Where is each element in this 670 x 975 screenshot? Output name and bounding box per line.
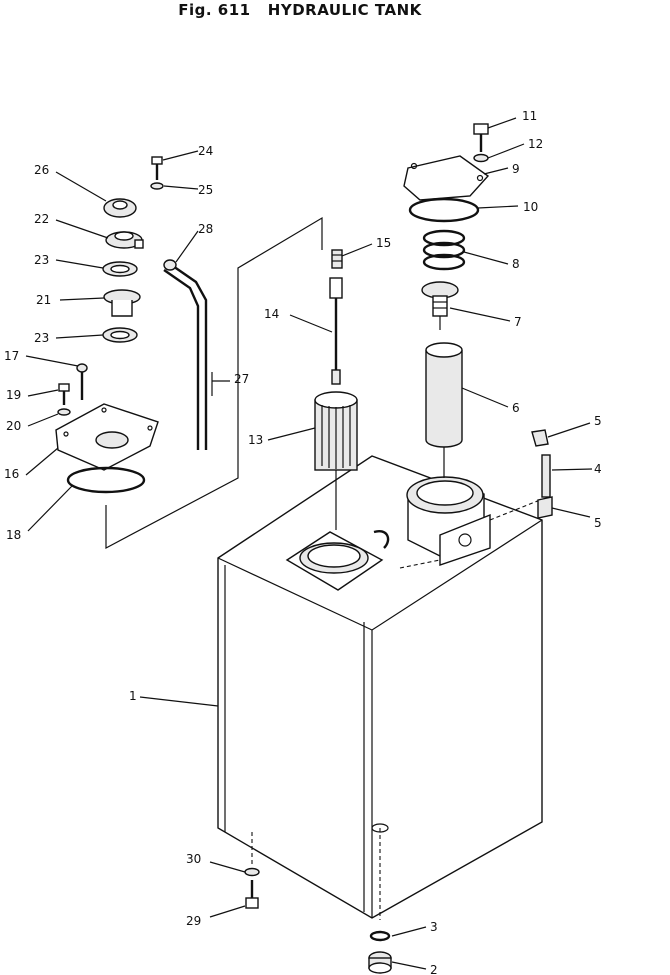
label-part-2: 2 (430, 963, 438, 975)
bolt-29 (245, 880, 259, 909)
label-part-29: 29 (186, 914, 201, 928)
bolt-11 (473, 123, 489, 152)
label-part-17: 17 (4, 349, 19, 363)
gasket-23b (102, 327, 138, 343)
label-part-10: 10 (523, 200, 538, 214)
label-part-28: 28 (198, 222, 213, 236)
label-part-14: 14 (264, 307, 279, 321)
tank-body (217, 455, 543, 920)
label-part-12: 12 (528, 137, 543, 151)
label-part-5a: 5 (594, 414, 602, 428)
label-part-7: 7 (514, 315, 522, 329)
figure-title: Fig. 611 HYDRAULIC TANK (178, 1, 422, 19)
label-part-6: 6 (512, 401, 520, 415)
bolt-24 (151, 156, 163, 180)
filter-element-6 (425, 342, 463, 478)
filter-seat (285, 530, 390, 591)
label-part-11: 11 (522, 109, 537, 123)
nut-28 (163, 259, 177, 271)
assembly-bracket (105, 216, 323, 549)
elbow-5b (537, 496, 553, 519)
label-part-23a: 23 (34, 253, 49, 267)
label-part-5b: 5 (594, 516, 602, 530)
label-part-18: 18 (6, 528, 21, 542)
washer-25 (150, 182, 164, 190)
return-filter-housing (399, 476, 541, 569)
label-part-30: 30 (186, 852, 201, 866)
label-part-24: 24 (198, 144, 213, 158)
label-part-1: 1 (129, 689, 137, 703)
part-labels: 1 2 3 4 5 5 6 7 8 9 10 11 12 13 14 15 16… (4, 109, 602, 975)
oring-10 (408, 197, 480, 223)
washer-30 (244, 867, 260, 877)
cover-9 (403, 155, 490, 201)
valve-7 (421, 281, 459, 330)
label-part-23b: 23 (34, 331, 49, 345)
label-part-21: 21 (36, 293, 51, 307)
leader-lines (25, 117, 593, 970)
label-part-3: 3 (430, 920, 438, 934)
label-part-26: 26 (34, 163, 49, 177)
cover-plate-16 (55, 403, 159, 471)
pipe-4 (541, 454, 551, 498)
breather-22 (105, 231, 144, 249)
cap-26 (103, 198, 137, 218)
elbow-5a (531, 429, 549, 447)
spring-15 (331, 249, 343, 269)
label-part-25: 25 (198, 183, 213, 197)
plug-2 (368, 951, 392, 974)
label-part-16: 16 (4, 467, 19, 481)
rod-14 (329, 277, 343, 385)
label-part-22: 22 (34, 212, 49, 226)
filter-13 (314, 391, 358, 530)
label-part-4: 4 (594, 462, 602, 476)
strainer-21 (103, 289, 141, 317)
washer-12 (473, 153, 489, 163)
label-part-8: 8 (512, 257, 520, 271)
oring-3 (369, 930, 391, 942)
label-part-15: 15 (376, 236, 391, 250)
tube-27 (163, 263, 208, 450)
label-part-27: 27 (234, 372, 249, 386)
label-part-13: 13 (248, 433, 263, 447)
bolt-17 (76, 363, 88, 400)
oring-18 (66, 466, 146, 494)
label-part-9: 9 (512, 162, 520, 176)
washer-20 (57, 408, 71, 416)
label-part-19: 19 (6, 388, 21, 402)
bolt-19 (58, 383, 70, 405)
spring-8 (422, 229, 466, 271)
gasket-23a (102, 261, 138, 277)
label-part-20: 20 (6, 419, 21, 433)
